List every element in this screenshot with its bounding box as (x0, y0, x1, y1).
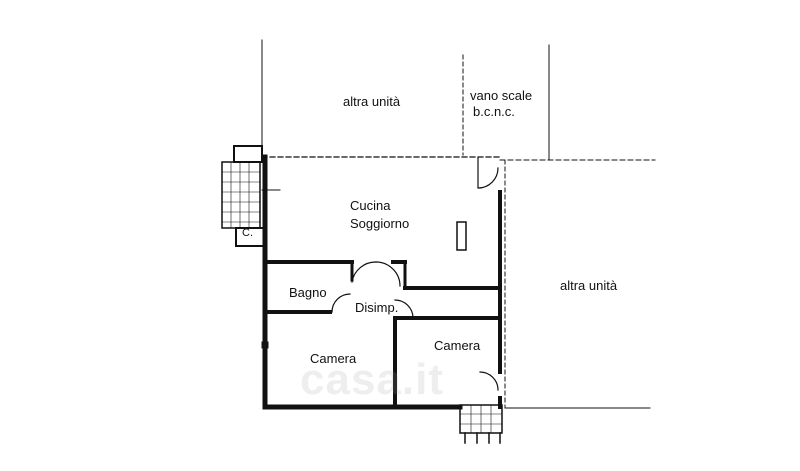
door-swing (479, 371, 499, 391)
door-swing (375, 261, 401, 287)
kitchen-fixture (456, 221, 467, 251)
door-swing (477, 157, 499, 189)
door-swing (331, 293, 351, 313)
door-swing (351, 261, 377, 283)
room-label-bcnc: b.c.n.c. (473, 104, 515, 119)
door-swing (394, 299, 414, 319)
room-label-disimpegno: Disimp. (355, 300, 399, 315)
room-label-vano-scale: vano scale (470, 88, 533, 103)
room-label-soggiorno: Soggiorno (350, 216, 410, 231)
room-label-altra-unita-right: altra unità (560, 278, 618, 293)
room-label-balcony: C. (242, 227, 253, 239)
room-label-camera-right: Camera (434, 338, 481, 353)
room-label-bagno: Bagno (289, 285, 327, 300)
room-label-altra-unita-top: altra unità (343, 94, 401, 109)
room-label-camera-left: Camera (310, 351, 357, 366)
watermark: casa.it (300, 355, 444, 404)
room-label-cucina: Cucina (350, 198, 391, 213)
